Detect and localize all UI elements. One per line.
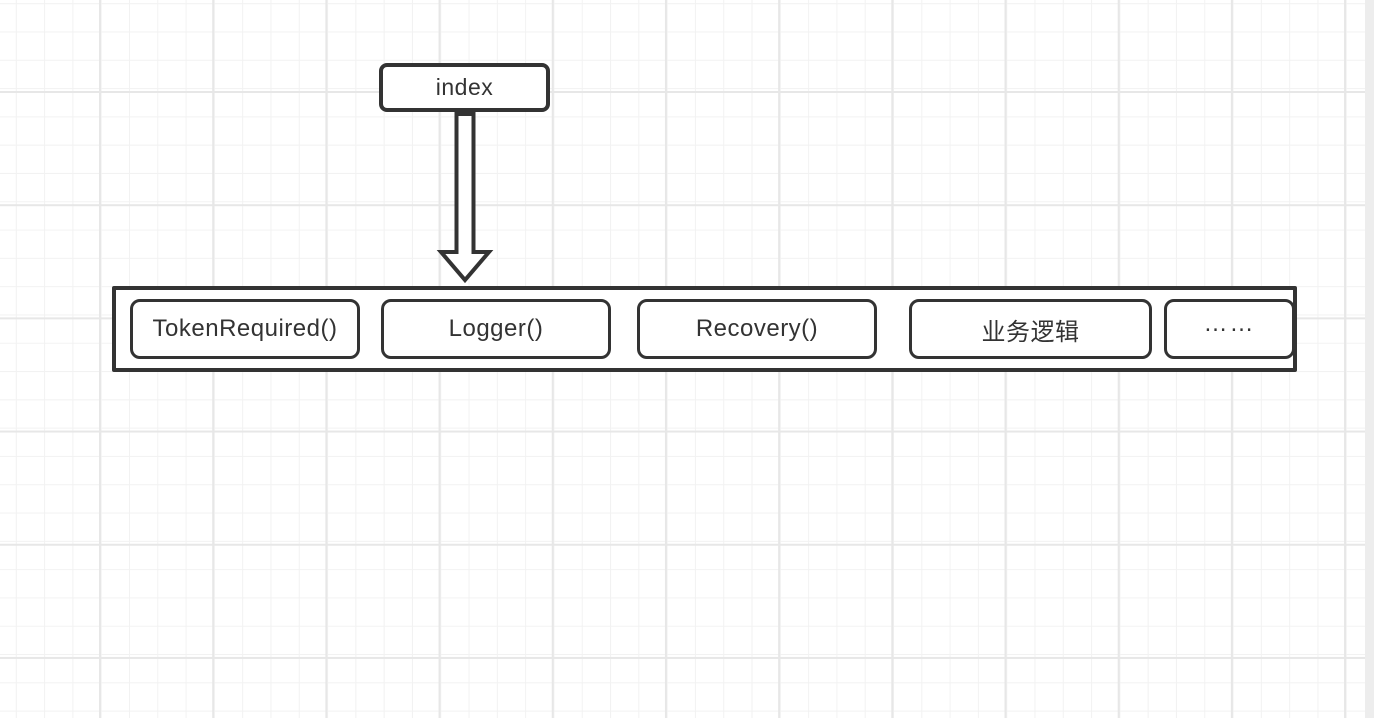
node-index-label: index	[435, 74, 494, 100]
node-logger[interactable]: Logger()	[381, 299, 611, 359]
node-ellipsis[interactable]: ……	[1164, 299, 1295, 359]
node-business-logic[interactable]: 业务逻辑	[909, 299, 1152, 359]
node-token-required-label: TokenRequired()	[152, 315, 338, 342]
node-token-required[interactable]: TokenRequired()	[130, 299, 360, 359]
middleware-container[interactable]: TokenRequired() Logger() Recovery() 业务逻辑…	[112, 286, 1297, 372]
scrollbar-track[interactable]	[1365, 0, 1374, 718]
down-arrow-shape[interactable]	[435, 112, 495, 284]
node-recovery[interactable]: Recovery()	[637, 299, 877, 359]
node-recovery-label: Recovery()	[695, 315, 819, 342]
hollow-down-arrow-icon	[436, 112, 494, 284]
node-index[interactable]: index	[379, 63, 550, 112]
node-business-logic-label: 业务逻辑	[981, 318, 1080, 346]
node-logger-label: Logger()	[448, 315, 544, 342]
node-ellipsis-label: ……	[1203, 310, 1256, 337]
